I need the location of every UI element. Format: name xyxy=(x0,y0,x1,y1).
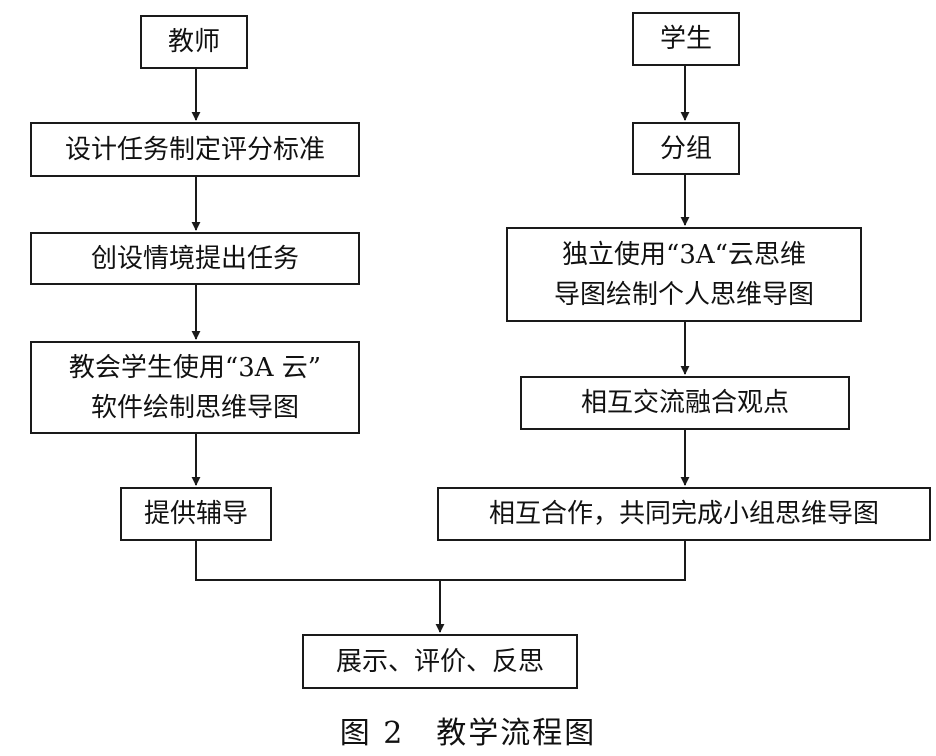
figure-caption: 图 2 教学流程图 xyxy=(339,716,597,751)
teacher-step4-box: 提供辅导 xyxy=(120,487,272,541)
student-step2-label-line1: 独立使用“3A“云思维 xyxy=(562,239,806,270)
teacher-step4-label: 提供辅导 xyxy=(143,499,248,529)
student-step1-box: 分组 xyxy=(632,122,740,175)
teacher-start-box: 教师 xyxy=(140,15,248,69)
merge-line xyxy=(195,541,686,581)
final-step-label: 展示、评价、反思 xyxy=(335,646,544,677)
student-step2-box: 独立使用“3A“云思维 导图绘制个人思维导图 xyxy=(506,227,862,322)
teacher-step3-label-line2: 软件绘制思维导图 xyxy=(90,392,299,423)
student-step3-box: 相互交流融合观点 xyxy=(520,376,850,430)
student-start-box: 学生 xyxy=(632,12,740,66)
student-step4-label: 相互合作，共同完成小组思维导图 xyxy=(488,499,879,529)
student-start-label: 学生 xyxy=(659,24,712,54)
student-step4-box: 相互合作，共同完成小组思维导图 xyxy=(437,487,931,541)
student-step2-label-line2: 导图绘制个人思维导图 xyxy=(553,279,814,310)
teacher-start-label: 教师 xyxy=(167,27,220,57)
teacher-step1-box: 设计任务制定评分标准 xyxy=(30,122,360,177)
final-step-box: 展示、评价、反思 xyxy=(302,634,578,689)
teacher-step2-box: 创设情境提出任务 xyxy=(30,232,360,285)
teacher-step3-box: 教会学生使用“3A 云” 软件绘制思维导图 xyxy=(30,341,360,434)
student-step1-label: 分组 xyxy=(659,133,712,164)
teacher-step2-label: 创设情境提出任务 xyxy=(90,243,299,274)
teacher-step1-label: 设计任务制定评分标准 xyxy=(64,134,325,165)
student-step3-label: 相互交流融合观点 xyxy=(580,388,789,418)
teacher-step3-label-line1: 教会学生使用“3A 云” xyxy=(68,352,322,383)
